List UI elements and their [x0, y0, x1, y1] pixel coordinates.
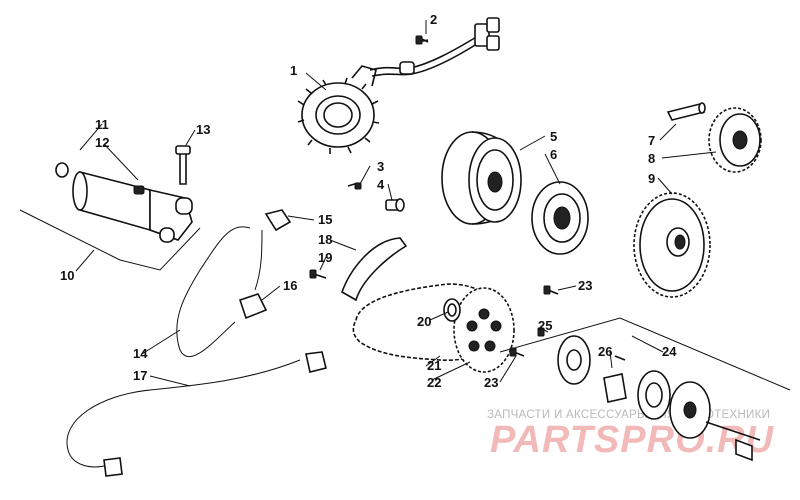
callout-5: 5: [550, 129, 557, 144]
sprocket: [453, 287, 515, 373]
callout-10: 10: [60, 268, 74, 283]
flywheel: [441, 131, 522, 225]
callout-21: 21: [427, 358, 441, 373]
leader-lines: [75, 20, 717, 387]
callout-13: 13: [196, 122, 210, 137]
screw-3: [347, 182, 362, 190]
screw-19: [309, 269, 327, 279]
callout-17: 17: [133, 368, 147, 383]
chain-cover: [341, 237, 408, 302]
callout-16: 16: [283, 278, 297, 293]
screw-2: [415, 35, 429, 45]
stator: [297, 17, 500, 154]
callout-24: 24: [662, 344, 677, 359]
callout-8: 8: [648, 151, 655, 166]
callout-12: 12: [95, 135, 109, 150]
idle-gear: [708, 107, 762, 173]
callout-23-top: 23: [578, 278, 592, 293]
callout-19: 19: [318, 250, 332, 265]
driven-gear: [633, 192, 711, 298]
battery-cables: [66, 209, 327, 477]
callout-23-bottom: 23: [484, 375, 498, 390]
callout-4: 4: [377, 177, 385, 192]
callout-25: 25: [538, 318, 552, 333]
callout-6: 6: [550, 147, 557, 162]
watermark: ЗАПЧАСТИ И АКСЕССУАРЫ ДЛЯ МОТОТЕХНИКИ PA…: [487, 409, 775, 461]
shaft-pin: [666, 102, 706, 121]
callout-11: 11: [95, 117, 109, 132]
oil-pump: [499, 285, 791, 462]
watermark-logo: PARTSPRO.RU: [490, 419, 775, 461]
callout-7: 7: [648, 133, 655, 148]
starter-clutch: [531, 181, 589, 255]
callout-15: 15: [318, 212, 332, 227]
starter-motor: [19, 145, 201, 271]
callout-2: 2: [430, 12, 437, 27]
callout-9: 9: [648, 171, 655, 186]
bolt-4: [385, 198, 405, 212]
callout-20: 20: [417, 314, 431, 329]
callout-22: 22: [427, 375, 441, 390]
callout-18: 18: [318, 232, 332, 247]
callout-14: 14: [133, 346, 148, 361]
callout-3: 3: [377, 159, 384, 174]
callout-1: 1: [290, 63, 297, 78]
callout-26: 26: [598, 344, 612, 359]
washer: [443, 298, 461, 322]
callouts: 1 2 3 4 5 6 7 8 9 10 11 12 13 14 15 16 1…: [60, 12, 677, 390]
